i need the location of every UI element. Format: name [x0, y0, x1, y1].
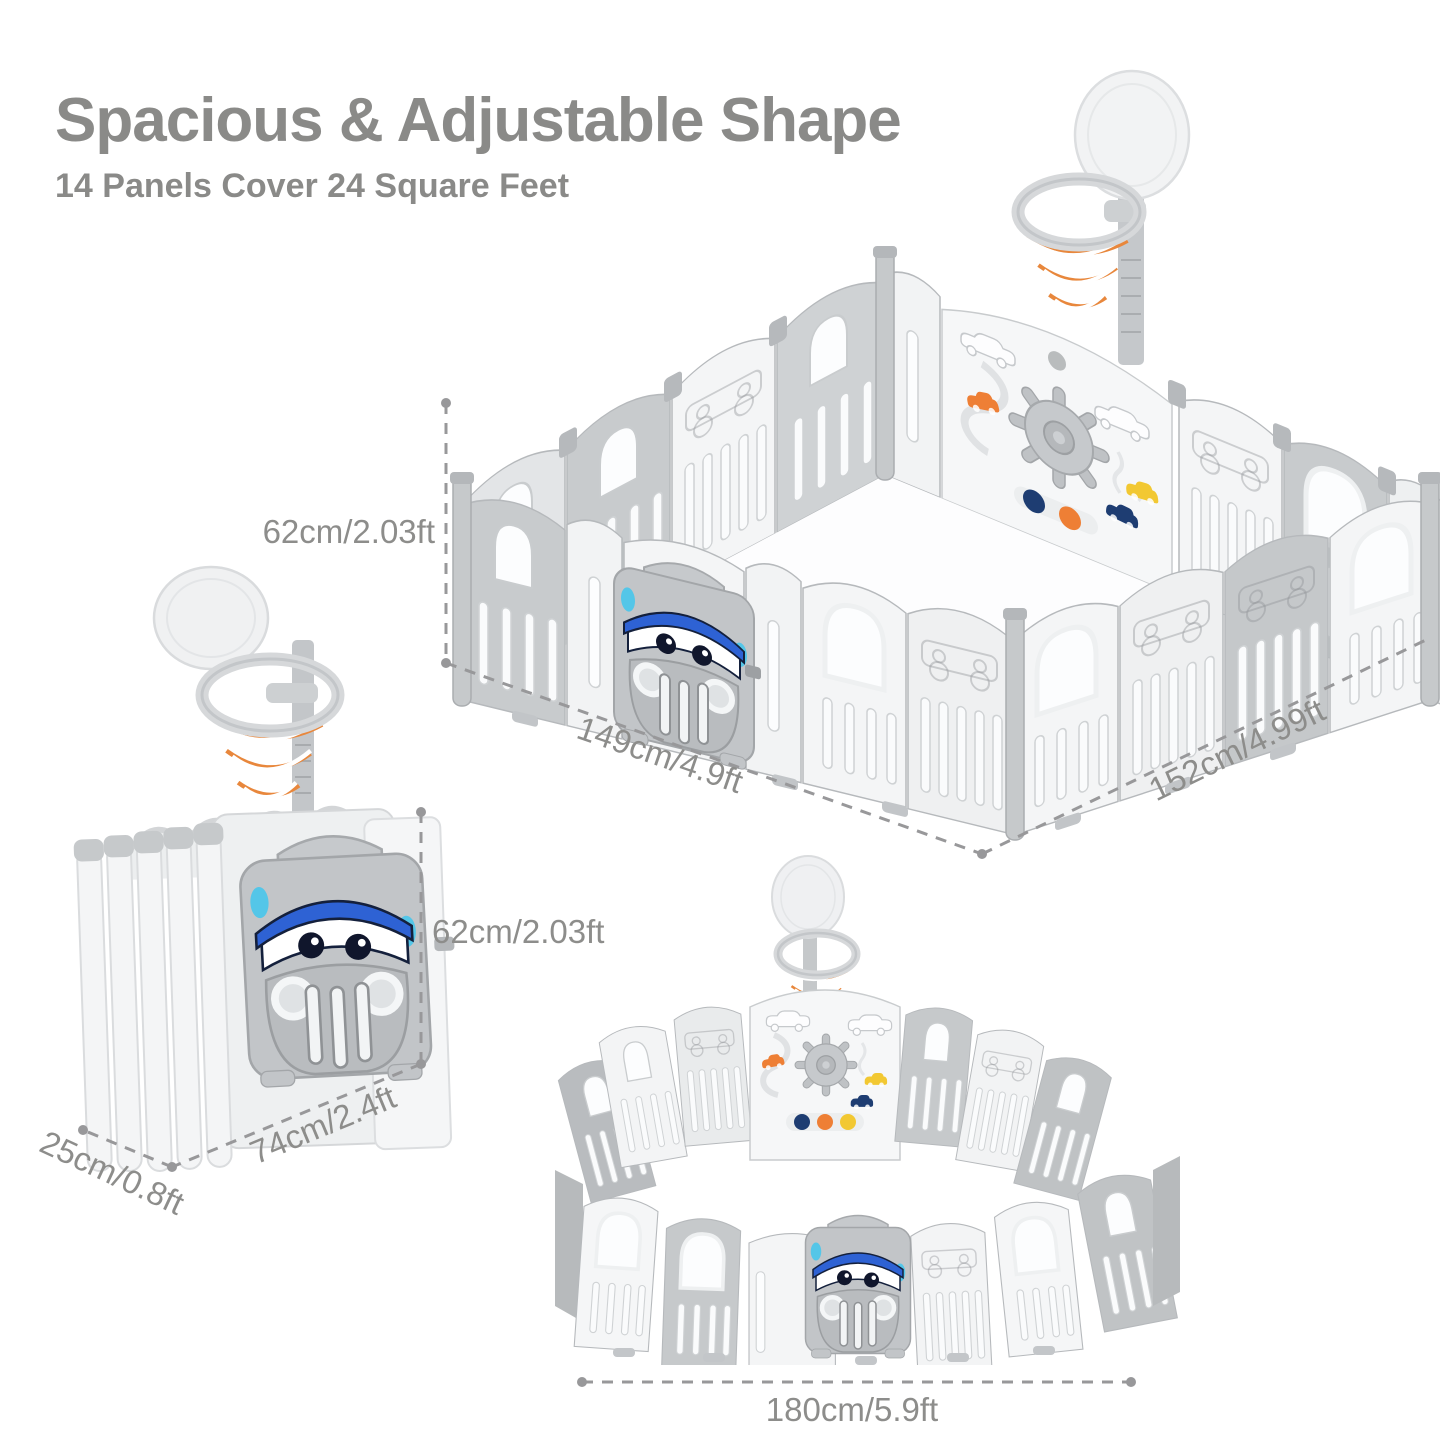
round-playpen-illustration [555, 850, 1180, 1365]
folded-height-label: 62cm/2.03ft [432, 913, 605, 950]
folded-side-tubes [73, 822, 233, 1173]
square-back-left-wall [460, 266, 882, 702]
page-subtitle: 14 Panels Cover 24 Square Feet [55, 167, 570, 206]
basketball-hoop-icon [152, 565, 345, 825]
activity-panel [749, 989, 901, 1161]
square-height-label: 62cm/2.03ft [262, 513, 435, 550]
round-front-panels [555, 1156, 1180, 1365]
folded-panel-stack [73, 805, 455, 1173]
basketball-hoop-icon [771, 855, 861, 1015]
round-diameter-label: 180cm/5.9ft [765, 1391, 939, 1428]
activity-panel [941, 308, 1173, 595]
round-back-panels [555, 989, 1115, 1204]
square-back-right-wall [884, 263, 1440, 707]
basketball-hoop-icon [1011, 69, 1191, 365]
page-title: Spacious & Adjustable Shape [55, 86, 902, 155]
header: Spacious & Adjustable Shape 14 Panels Co… [55, 86, 902, 206]
